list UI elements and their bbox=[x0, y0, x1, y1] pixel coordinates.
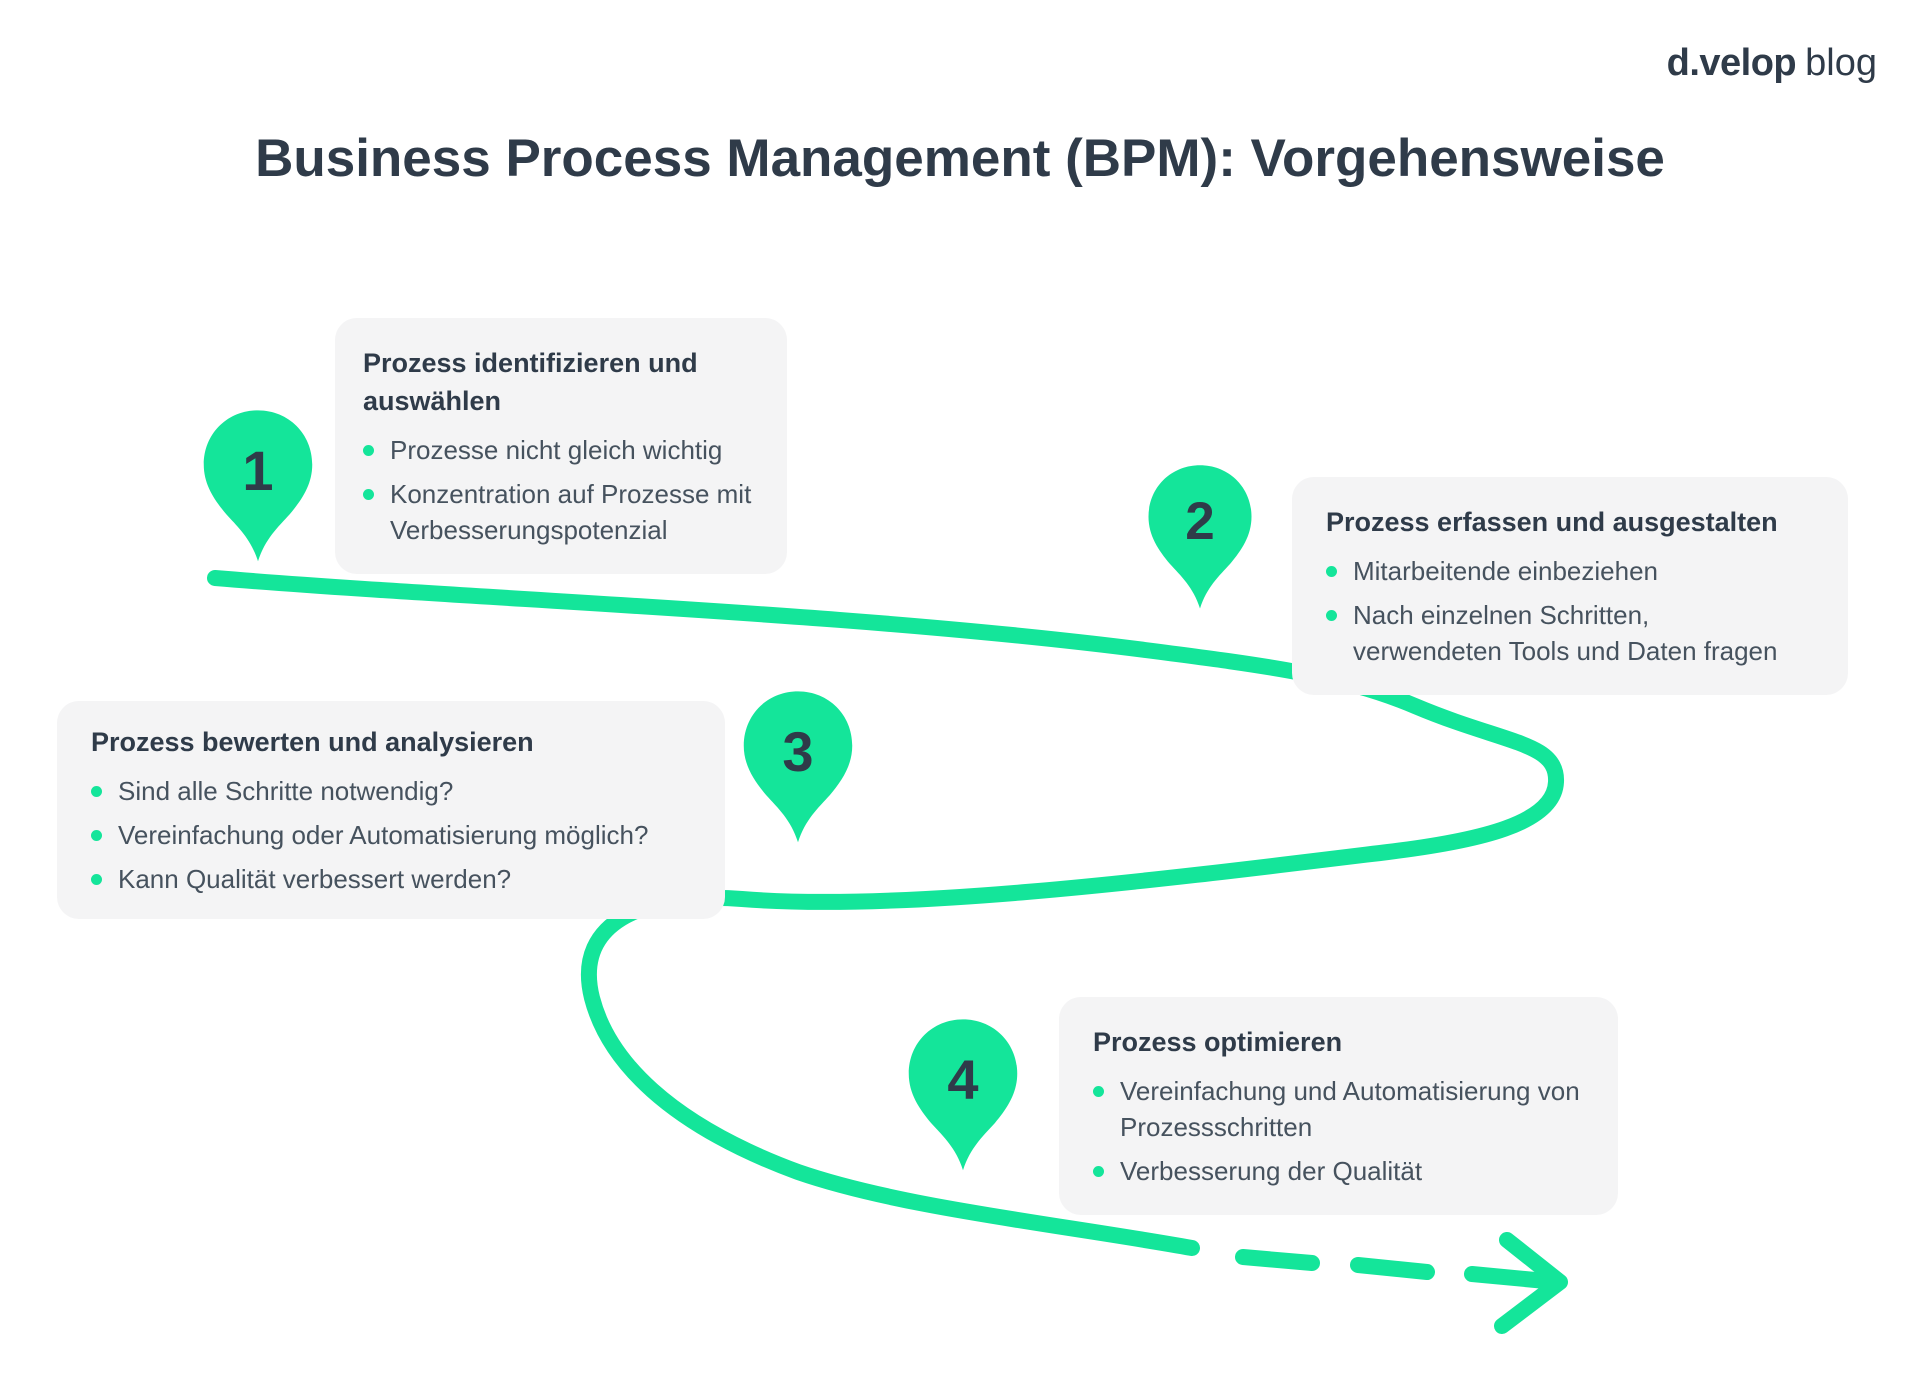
bullet-text: Nach einzelnen Schritten, verwendeten To… bbox=[1353, 600, 1778, 666]
bullet-dot-icon bbox=[363, 489, 374, 500]
list-item: Vereinfachung und Automatisierung von Pr… bbox=[1093, 1073, 1584, 1145]
list-item: Verbesserung der Qualität bbox=[1093, 1153, 1584, 1189]
arrow-shaft bbox=[1464, 1266, 1554, 1289]
bullet-text: Vereinfachung oder Automatisierung mögli… bbox=[118, 820, 649, 850]
bullet-dot-icon bbox=[1093, 1166, 1104, 1177]
list-item: Sind alle Schritte notwendig? bbox=[91, 773, 691, 809]
list-item: Nach einzelnen Schritten, verwendeten To… bbox=[1326, 597, 1814, 669]
step-4-heading: Prozess optimieren bbox=[1093, 1027, 1343, 1057]
step-4-card: Prozess optimieren Vereinfachung und Aut… bbox=[1059, 997, 1618, 1215]
step-2-heading: Prozess erfassen und ausgestalten bbox=[1326, 507, 1778, 537]
bullet-dot-icon bbox=[91, 874, 102, 885]
logo-suffix: blog bbox=[1805, 42, 1877, 84]
step-number: 4 bbox=[947, 1048, 979, 1111]
step-2-bullets: Mitarbeitende einbeziehen Nach einzelnen… bbox=[1326, 553, 1814, 669]
path-solid-curve bbox=[207, 570, 1564, 1256]
step-1-heading: Prozess identifizieren und auswählen bbox=[363, 348, 698, 416]
step-number: 1 bbox=[242, 439, 274, 502]
map-pin-icon bbox=[743, 691, 853, 843]
bullet-dot-icon bbox=[1326, 566, 1337, 577]
step-number: 3 bbox=[782, 720, 814, 783]
bullet-dot-icon bbox=[1326, 610, 1337, 621]
list-item: Vereinfachung oder Automatisierung mögli… bbox=[91, 817, 691, 853]
pin-step-1: 1 bbox=[199, 408, 317, 566]
path-dash-2 bbox=[1350, 1257, 1435, 1280]
bullet-dot-icon bbox=[91, 830, 102, 841]
list-item: Prozesse nicht gleich wichtig bbox=[363, 432, 759, 468]
bullet-text: Sind alle Schritte notwendig? bbox=[118, 776, 454, 806]
step-2-card: Prozess erfassen und ausgestalten Mitarb… bbox=[1292, 477, 1848, 695]
step-4-bullets: Vereinfachung und Automatisierung von Pr… bbox=[1093, 1073, 1584, 1189]
list-item: Mitarbeitende einbeziehen bbox=[1326, 553, 1814, 589]
pin-step-3: 3 bbox=[739, 689, 857, 847]
pin-step-2: 2 bbox=[1144, 463, 1256, 613]
bullet-text: Verbesserung der Qualität bbox=[1120, 1156, 1423, 1186]
bullet-dot-icon bbox=[1093, 1086, 1104, 1097]
bullet-dot-icon bbox=[363, 445, 374, 456]
bullet-text: Prozesse nicht gleich wichtig bbox=[390, 435, 723, 465]
bullet-text: Konzentration auf Prozesse mit Verbesser… bbox=[390, 479, 752, 545]
map-pin-icon bbox=[908, 1019, 1018, 1171]
list-item: Konzentration auf Prozesse mit Verbesser… bbox=[363, 476, 759, 548]
step-3-heading: Prozess bewerten und analysieren bbox=[91, 727, 534, 757]
bullet-text: Mitarbeitende einbeziehen bbox=[1353, 556, 1658, 586]
path-dash-1 bbox=[1235, 1249, 1320, 1271]
bullet-text: Kann Qualität verbessert werden? bbox=[118, 864, 512, 894]
logo-brand: d.velop bbox=[1666, 42, 1797, 84]
step-number: 2 bbox=[1185, 492, 1215, 551]
step-3-bullets: Sind alle Schritte notwendig? Vereinfach… bbox=[91, 773, 691, 897]
bullet-text: Vereinfachung und Automatisierung von Pr… bbox=[1120, 1076, 1580, 1142]
step-1-bullets: Prozesse nicht gleich wichtig Konzentrat… bbox=[363, 432, 759, 548]
step-1-card: Prozess identifizieren und auswählen Pro… bbox=[335, 318, 787, 574]
list-item: Kann Qualität verbessert werden? bbox=[91, 861, 691, 897]
step-3-card: Prozess bewerten und analysieren Sind al… bbox=[57, 701, 725, 919]
map-pin-icon bbox=[1148, 465, 1252, 609]
arrow-head-icon bbox=[1494, 1232, 1568, 1334]
pin-step-4: 4 bbox=[904, 1017, 1022, 1175]
page-title: Business Process Management (BPM): Vorge… bbox=[255, 129, 1665, 188]
bullet-dot-icon bbox=[91, 786, 102, 797]
map-pin-icon bbox=[203, 410, 313, 562]
